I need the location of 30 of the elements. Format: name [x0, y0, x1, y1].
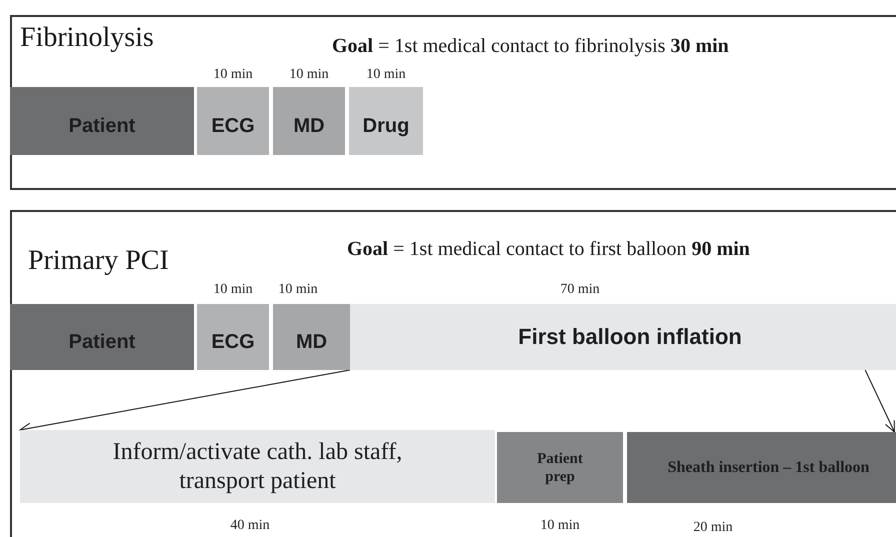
block-label: Patient: [68, 114, 136, 138]
goal-text: Goal = 1st medical contact to first balloon 90 min: [347, 238, 750, 261]
block-label: ECG: [211, 114, 255, 138]
panel-heading: Fibrinolysis: [20, 22, 154, 54]
arrow: [20, 370, 350, 434]
panel-heading: Primary PCI: [28, 245, 169, 277]
duration-label: 20 min: [693, 520, 733, 536]
phase-panel: [10, 15, 896, 190]
duration-label: 10 min: [213, 67, 253, 83]
duration-label: 10 min: [213, 282, 253, 298]
block-label: Sheath insertion – 1st balloon: [668, 458, 870, 478]
duration-label: 10 min: [289, 67, 329, 83]
duration-label: 10 min: [540, 518, 580, 534]
phase-panel: [10, 210, 896, 537]
block-label: ECG: [211, 330, 255, 354]
time-segment: [10, 304, 194, 370]
goal-text: Goal = 1st medical contact to fibrinolysis 30 min: [332, 35, 729, 58]
duration-label: 40 min: [230, 518, 270, 534]
block-label: MD: [293, 114, 325, 138]
block-label: Drug: [362, 114, 410, 138]
block-label: Inform/activate cath. lab staff, transport patient: [112, 438, 404, 496]
duration-label: 70 min: [560, 282, 600, 298]
duration-label: 10 min: [366, 67, 406, 83]
arrow: [864, 370, 895, 432]
block-label: Patient prep: [536, 450, 584, 486]
time-segment: [10, 87, 194, 155]
block-label: Patient: [68, 330, 136, 354]
block-label: MD: [296, 330, 328, 354]
duration-label: 10 min: [278, 282, 318, 298]
block-label: First balloon inflation: [518, 324, 742, 350]
